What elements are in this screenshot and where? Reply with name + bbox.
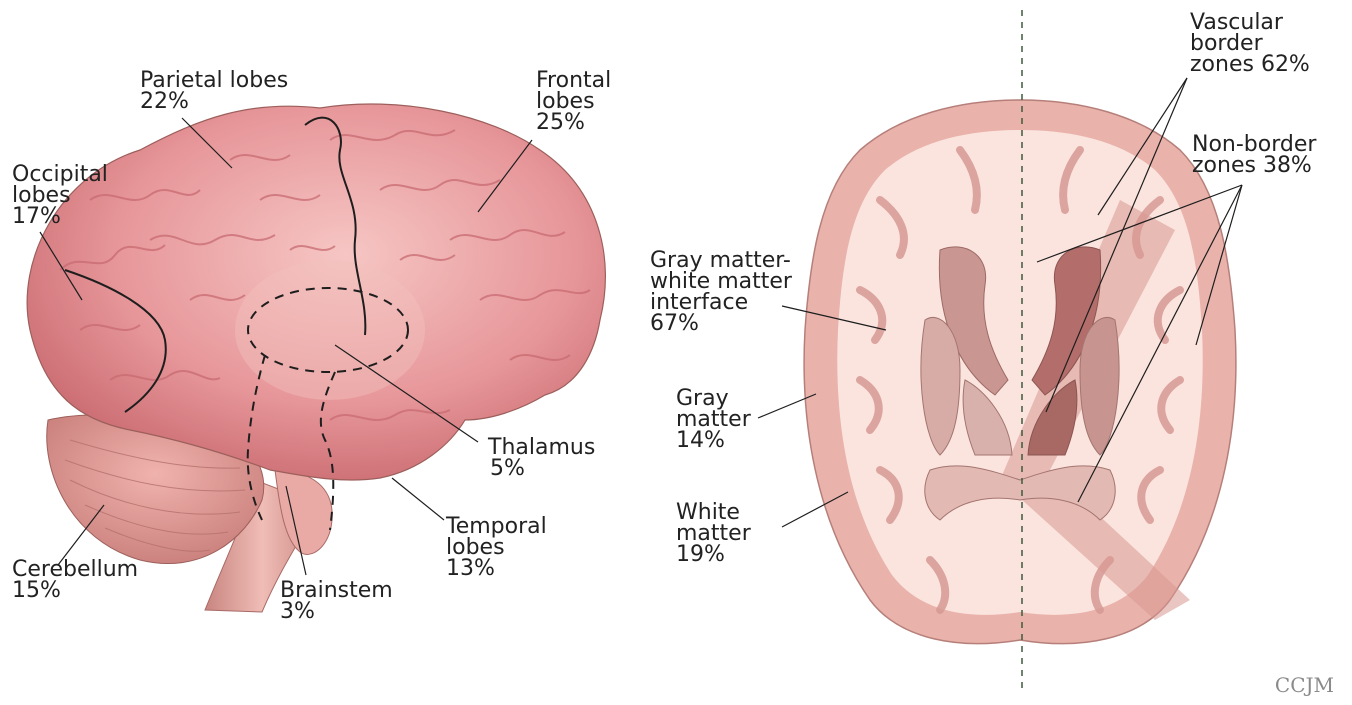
thalamus-highlight	[235, 260, 425, 400]
frontal-name-2: lobes	[536, 91, 611, 112]
gm-wm-line-1: Gray matter-	[650, 250, 792, 271]
label-white-matter: White matter 19%	[676, 502, 751, 565]
vascular-line-1: Vascular	[1190, 12, 1310, 33]
parietal-pct: 22%	[140, 91, 288, 112]
thalamus-pct: 5%	[488, 458, 595, 479]
credit-mark: CCJM	[1275, 673, 1334, 697]
temporal-pct: 13%	[446, 558, 547, 579]
label-gray-matter: Gray matter 14%	[676, 388, 751, 451]
label-thalamus: Thalamus 5%	[488, 437, 595, 479]
label-non-border-zones: Non-border zones 38%	[1192, 134, 1316, 176]
occipital-pct: 17%	[12, 206, 108, 227]
occipital-name-2: lobes	[12, 185, 108, 206]
label-parietal-lobes: Parietal lobes 22%	[140, 70, 288, 112]
non-border-line-2: zones 38%	[1192, 155, 1316, 176]
parietal-name: Parietal lobes	[140, 70, 288, 91]
temporal-name-2: lobes	[446, 537, 547, 558]
gray-line-1: Gray	[676, 388, 751, 409]
cerebellum-name: Cerebellum	[12, 559, 138, 580]
white-pct: 19%	[676, 544, 751, 565]
brainstem-pct: 3%	[280, 601, 393, 622]
gm-wm-line-3: interface	[650, 292, 792, 313]
gm-wm-pct: 67%	[650, 313, 792, 334]
gray-line-2: matter	[676, 409, 751, 430]
label-frontal-lobes: Frontal lobes 25%	[536, 70, 611, 133]
frontal-name-1: Frontal	[536, 70, 611, 91]
brainstem-name: Brainstem	[280, 580, 393, 601]
label-vascular-border-zones: Vascular border zones 62%	[1190, 12, 1310, 75]
non-border-line-1: Non-border	[1192, 134, 1316, 155]
cerebellum-pct: 15%	[12, 580, 138, 601]
thalamus-name: Thalamus	[488, 437, 595, 458]
white-line-2: matter	[676, 523, 751, 544]
occipital-name-1: Occipital	[12, 164, 108, 185]
label-gray-white-interface: Gray matter- white matter interface 67%	[650, 250, 792, 334]
label-temporal-lobes: Temporal lobes 13%	[446, 516, 547, 579]
vascular-line-3: zones 62%	[1190, 54, 1310, 75]
frontal-pct: 25%	[536, 112, 611, 133]
temporal-name-1: Temporal	[446, 516, 547, 537]
vascular-line-2: border	[1190, 33, 1310, 54]
gray-pct: 14%	[676, 430, 751, 451]
gm-wm-line-2: white matter	[650, 271, 792, 292]
label-brainstem: Brainstem 3%	[280, 580, 393, 622]
label-cerebellum: Cerebellum 15%	[12, 559, 138, 601]
label-occipital-lobes: Occipital lobes 17%	[12, 164, 108, 227]
white-line-1: White	[676, 502, 751, 523]
axial-slice	[804, 10, 1240, 690]
